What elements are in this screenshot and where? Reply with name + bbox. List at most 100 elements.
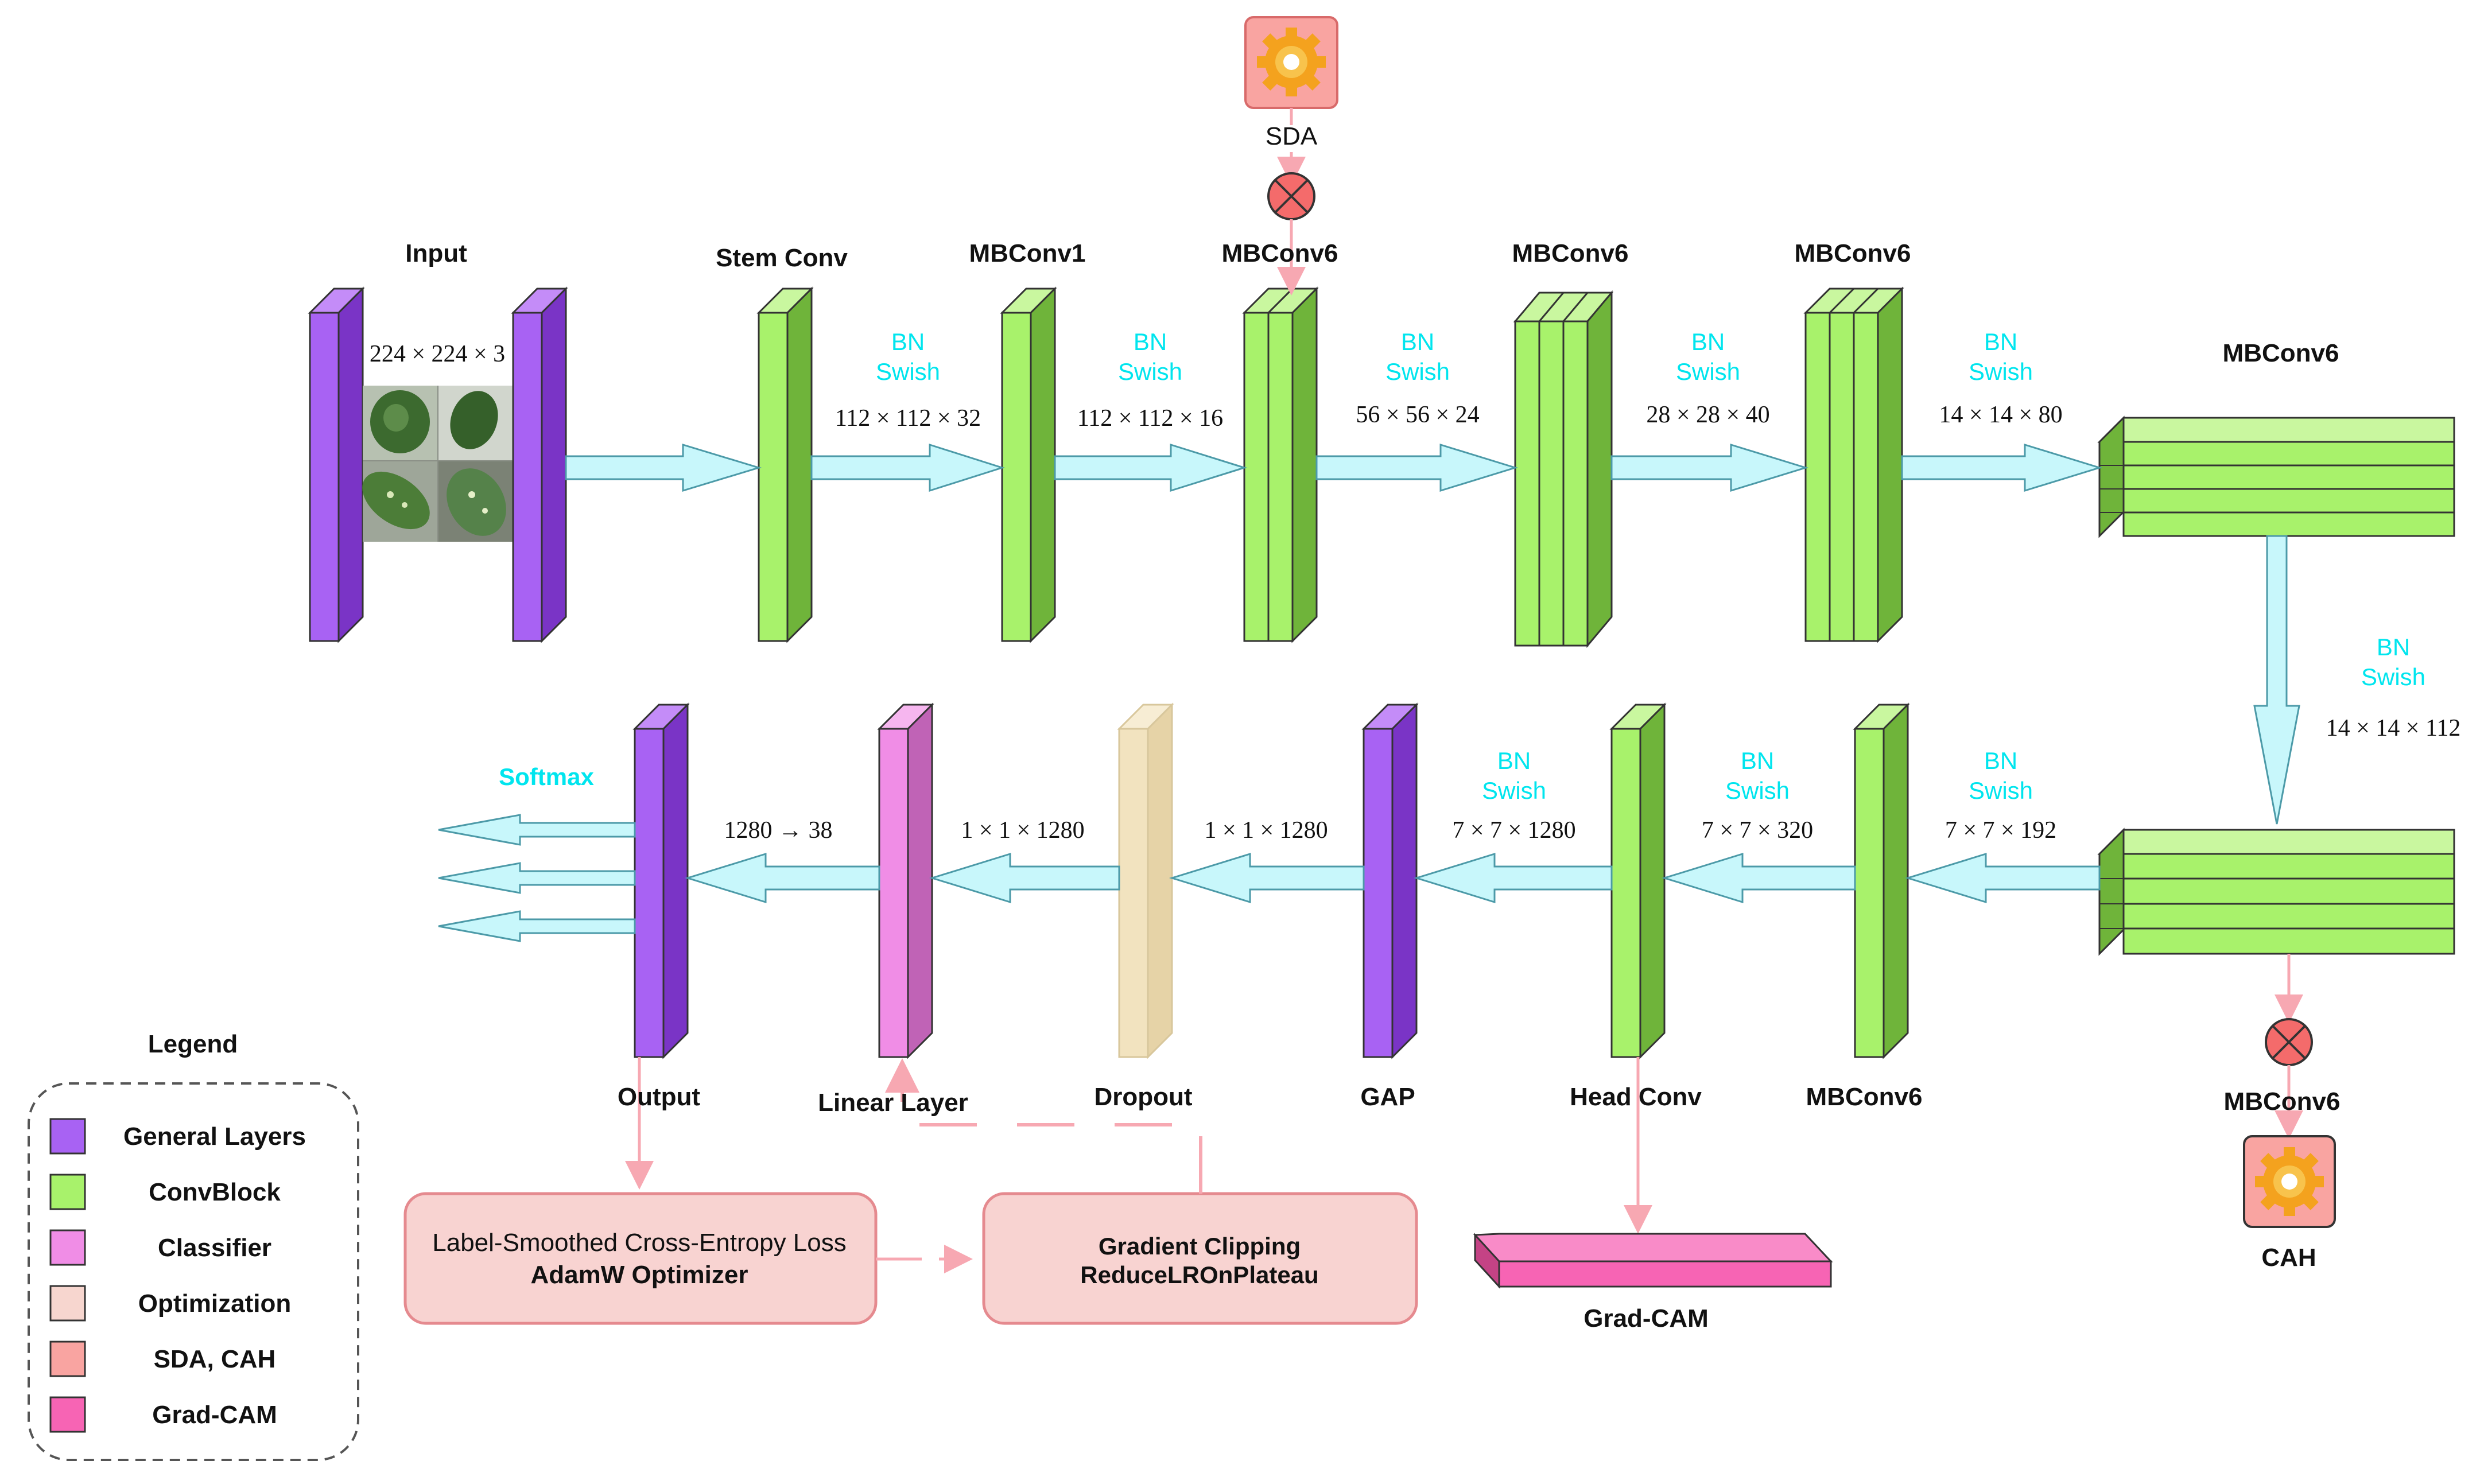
- label-mbconv6-f: MBConv6: [1806, 1083, 1923, 1111]
- bn-label-2: BN: [1134, 328, 1167, 355]
- input-layer-front: [308, 286, 365, 643]
- legend-swatch: [49, 1285, 86, 1322]
- label-sda: SDA: [1266, 122, 1318, 150]
- legend-label: Optimization: [138, 1289, 291, 1318]
- dim-12: 1280 → 38: [724, 817, 833, 844]
- arrow-gap-to-dropout: [1169, 852, 1365, 904]
- bn-label-7: BN: [1984, 747, 2017, 774]
- legend-swatch: [49, 1174, 86, 1210]
- swish-label-5: Swish: [1969, 358, 2033, 385]
- label-input: Input: [405, 239, 467, 267]
- arrow-input-to-stem: [565, 443, 762, 492]
- legend-label: Classifier: [158, 1234, 271, 1262]
- label-gradcam: Grad-CAM: [1583, 1304, 1709, 1333]
- gear-icon: [1257, 28, 1326, 96]
- flow-arrows-bottom: [438, 814, 2101, 942]
- arrow-linear-to-output: [684, 852, 880, 904]
- label-output: Output: [618, 1083, 701, 1111]
- label-mbconv6-a: MBConv6: [1222, 239, 1338, 267]
- swish-label-4: Swish: [1676, 358, 1740, 385]
- output-layer: [632, 702, 690, 1059]
- input-layer-back: [511, 286, 568, 643]
- label-head-conv: Head Conv: [1570, 1083, 1702, 1111]
- label-mbconv6-d: MBConv6: [2223, 339, 2339, 367]
- legend: [28, 1082, 359, 1461]
- dim-5: 14 × 14 × 80: [1939, 402, 2062, 428]
- input-leaf-image: [362, 386, 513, 542]
- clip-text-line2: ReduceLROnPlateau: [1080, 1261, 1318, 1288]
- legend-swatch: [49, 1118, 86, 1155]
- label-mbconv6-b: MBConv6: [1512, 239, 1629, 267]
- swish-label-1: Swish: [876, 358, 940, 385]
- mbconv6-block-5-horizontal: [2097, 828, 2455, 956]
- mbconv6-block-2: [1513, 290, 1614, 648]
- label-softmax: Softmax: [499, 763, 594, 790]
- cah-module: [2243, 1135, 2336, 1228]
- softmax-arrow-2: [438, 862, 636, 894]
- arrow-mbconv6e-to-mbconv6f: [1904, 852, 2101, 904]
- cah-multiply-node: [2265, 1018, 2313, 1066]
- stem-conv-block: [756, 286, 814, 643]
- clip-text-line1: Gradient Clipping: [1099, 1233, 1301, 1260]
- mbconv6-block-6: [1853, 702, 1910, 1059]
- label-mbconv6-e: MBConv6: [2224, 1087, 2341, 1116]
- legend-label: Grad-CAM: [152, 1401, 277, 1429]
- swish-label-8: Swish: [1725, 777, 1790, 804]
- mbconv1-block: [1000, 286, 1057, 643]
- bn-label-9: BN: [1497, 747, 1531, 774]
- gap-layer: [1361, 702, 1419, 1059]
- arrow-down-right: [2253, 535, 2300, 825]
- swish-label-9: Swish: [1482, 777, 1546, 804]
- loss-box: [403, 1192, 878, 1325]
- arrow-mbconv6f-to-head: [1661, 852, 1856, 904]
- label-dropout: Dropout: [1094, 1083, 1192, 1111]
- bn-label-6: BN: [2377, 634, 2410, 661]
- arrow-mbconv6c-to-mbconv6d: [1901, 443, 2103, 492]
- bn-label-1: BN: [891, 328, 925, 355]
- dim-4: 28 × 28 × 40: [1646, 402, 1769, 428]
- loss-text-line1: Label-Smoothed Cross-Entropy Loss: [432, 1229, 846, 1257]
- dim-input: 224 × 224 × 3: [370, 341, 505, 367]
- dim-10: 1 × 1 × 1280: [1204, 817, 1328, 844]
- swish-label-2: Swish: [1118, 358, 1182, 385]
- arrow-stem-to-mbconv1: [810, 443, 1005, 492]
- linear-layer: [877, 702, 934, 1059]
- swish-label-7: Swish: [1969, 777, 2033, 804]
- dim-3: 56 × 56 × 24: [1356, 402, 1479, 428]
- legend-label: General Layers: [123, 1122, 306, 1151]
- legend-label: SDA, CAH: [154, 1345, 276, 1373]
- label-mbconv6-c: MBConv6: [1795, 239, 1911, 267]
- gradcam-block: [1473, 1233, 1833, 1289]
- arrow-dropout-to-linear: [929, 852, 1120, 904]
- bn-label-5: BN: [1984, 328, 2017, 355]
- dim-8: 7 × 7 × 320: [1702, 817, 1813, 844]
- bn-label-4: BN: [1691, 328, 1725, 355]
- sda-module: [1244, 16, 1338, 109]
- legend-title: Legend: [148, 1030, 238, 1058]
- swish-label-6: Swish: [2361, 663, 2425, 690]
- dim-9: 7 × 7 × 1280: [1452, 817, 1575, 844]
- mbconv6-block-4-horizontal: [2097, 415, 2455, 538]
- label-cah: CAH: [2261, 1244, 2316, 1272]
- dim-7: 7 × 7 × 192: [1945, 817, 2056, 844]
- label-gap: GAP: [1360, 1083, 1415, 1111]
- label-mbconv1: MBConv1: [969, 239, 1086, 267]
- mbconv6-block-3: [1803, 286, 1904, 643]
- swish-label-3: Swish: [1385, 358, 1450, 385]
- label-linear-layer: Linear Layer: [818, 1089, 968, 1117]
- arrow-mbconv1-to-mbconv6: [1054, 443, 1248, 492]
- legend-swatch: [49, 1341, 86, 1377]
- arrow-mbconv6b-to-mbconv6c: [1610, 443, 1809, 492]
- legend-swatch: [49, 1396, 86, 1433]
- bn-label-8: BN: [1741, 747, 1774, 774]
- mbconv6-block-1: [1242, 286, 1319, 643]
- head-conv-block: [1609, 702, 1667, 1059]
- legend-label: ConvBlock: [149, 1178, 281, 1206]
- dim-2: 112 × 112 × 16: [1077, 405, 1223, 432]
- gear-icon: [2255, 1147, 2324, 1216]
- loss-text-line2: AdamW Optimizer: [531, 1261, 748, 1289]
- softmax-arrow-1: [438, 814, 636, 846]
- clip-to-linear-feedback: [885, 1058, 1202, 1194]
- arrow-head-to-gap: [1413, 852, 1613, 904]
